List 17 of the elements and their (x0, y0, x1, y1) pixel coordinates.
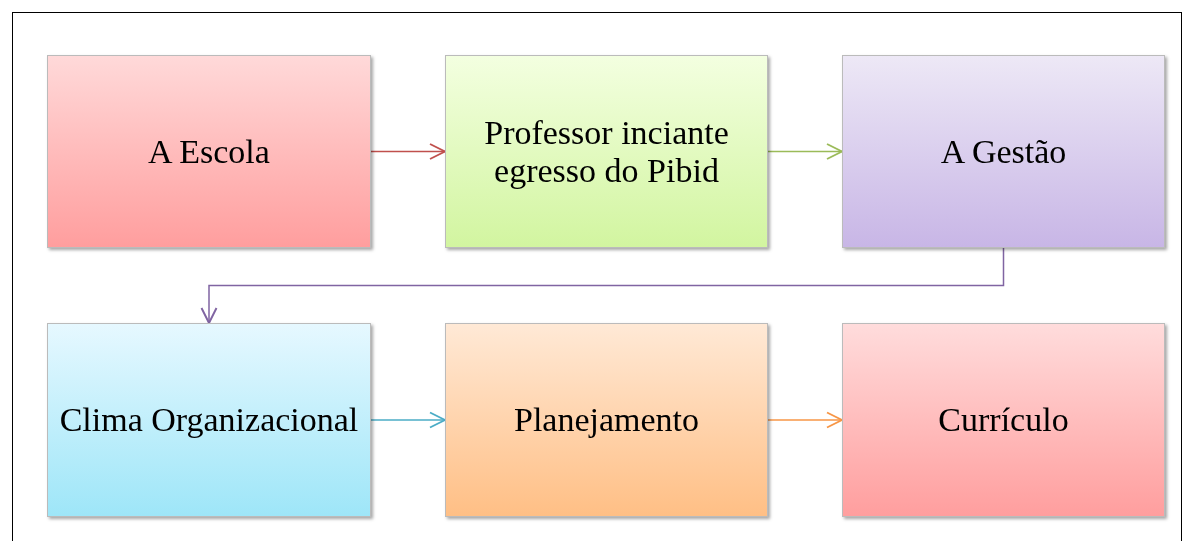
process-box (47, 323, 371, 517)
process-box (445, 55, 768, 248)
box-label: Professor inciante egresso do Pibid (483, 114, 730, 189)
box-label: A Gestão (939, 132, 1068, 171)
box-label: Clima Organizacional (58, 401, 360, 439)
process-box (47, 55, 371, 248)
process-box (842, 323, 1165, 517)
arrow (370, 411, 446, 429)
box-label: A Escola (147, 132, 271, 171)
arrow (767, 143, 843, 160)
box-label: Currículo (937, 401, 1070, 439)
arrow (200, 247, 1005, 324)
process-box (445, 323, 768, 517)
arrow (767, 411, 843, 429)
box-label: Planejamento (512, 401, 701, 439)
process-box (842, 55, 1165, 248)
arrow (370, 143, 446, 160)
